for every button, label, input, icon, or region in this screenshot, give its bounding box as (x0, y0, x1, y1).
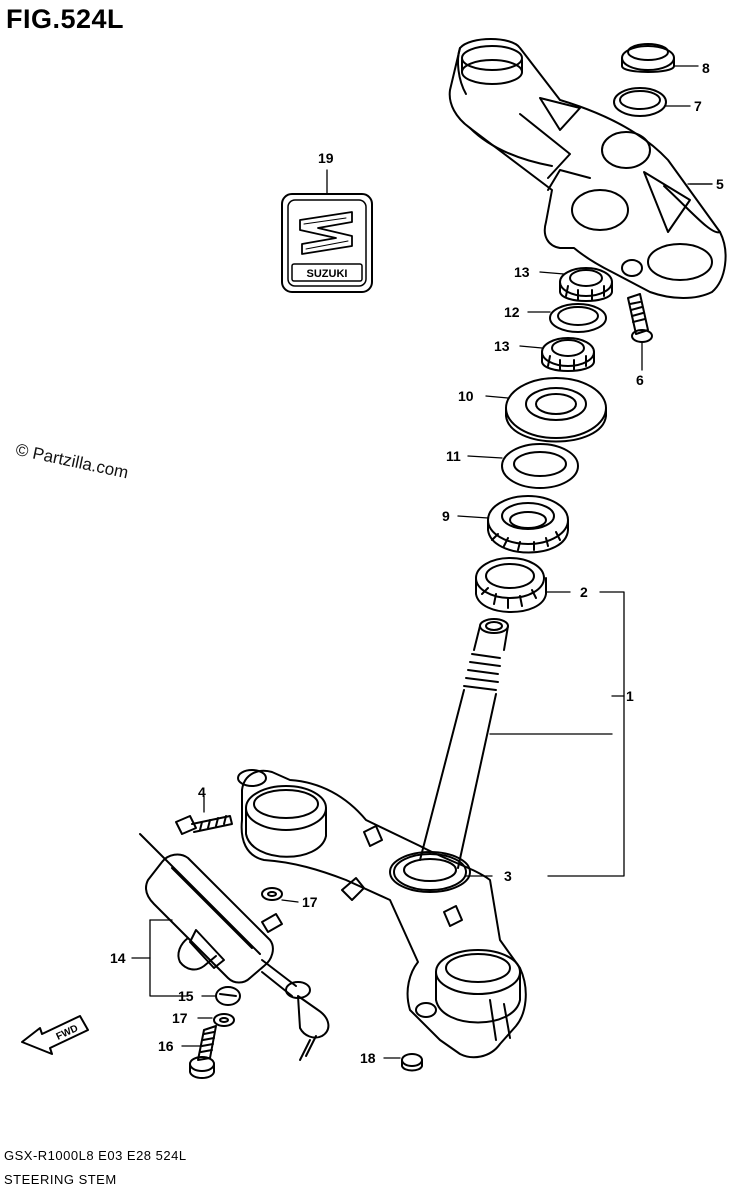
callout-17-upper: 17 (302, 894, 318, 910)
callout-13-lower: 13 (494, 338, 510, 354)
callout-1: 1 (626, 688, 634, 704)
callout-18: 18 (360, 1050, 376, 1066)
callout-13-upper: 13 (514, 264, 530, 280)
callout-16: 16 (158, 1038, 174, 1054)
seal-part-3 (389, 851, 471, 893)
badge-text: SUZUKI (307, 268, 348, 280)
callout-4: 4 (198, 784, 206, 800)
callout-3: 3 (504, 868, 512, 884)
part-1-leader-bracket (489, 591, 625, 877)
bolt-part-4 (175, 795, 233, 835)
callout-7: 7 (694, 98, 702, 114)
callout-14: 14 (110, 950, 126, 966)
ring-part-8 (621, 43, 699, 73)
callout-17-lower: 17 (172, 1010, 188, 1026)
ring-part-7 (613, 87, 691, 117)
suzuki-emblem-part-19: SUZUKI (281, 193, 373, 293)
callout-8: 8 (702, 60, 710, 76)
nut-part-13-upper (539, 267, 613, 302)
nut-part-13-lower (519, 337, 595, 372)
bearing-part-9 (457, 495, 569, 554)
callout-12: 12 (504, 304, 520, 320)
washer-part-11 (467, 443, 579, 489)
bolt-part-6 (627, 293, 653, 371)
washer-part-17-lower (197, 1013, 235, 1027)
nut-part-18 (383, 1053, 423, 1072)
callout-10: 10 (458, 388, 474, 404)
callout-2: 2 (580, 584, 588, 600)
diagram-caption: STEERING STEM (4, 1172, 117, 1187)
callout-19: 19 (318, 150, 334, 166)
steering-damper-part-14 (131, 833, 330, 1061)
bolt-part-16 (181, 1025, 217, 1079)
callout-5: 5 (716, 176, 724, 192)
figure-title: FIG.524L (6, 4, 125, 34)
model-code: GSX-R1000L8 E03 E28 524L (4, 1148, 187, 1163)
bearing-part-2 (475, 557, 571, 613)
callout-9: 9 (442, 508, 450, 524)
callout-11: 11 (446, 448, 461, 464)
steering-stem-part-1 (237, 618, 527, 1059)
cap-part-15 (201, 986, 241, 1006)
washer-part-12 (527, 303, 607, 333)
callout-6: 6 (636, 372, 644, 388)
seal-part-10 (485, 377, 607, 443)
washer-part-17-upper (261, 887, 299, 903)
fwd-arrow-icon: FWD (21, 1015, 89, 1055)
callout-15: 15 (178, 988, 194, 1004)
upper-bracket-part-5 (448, 38, 727, 299)
